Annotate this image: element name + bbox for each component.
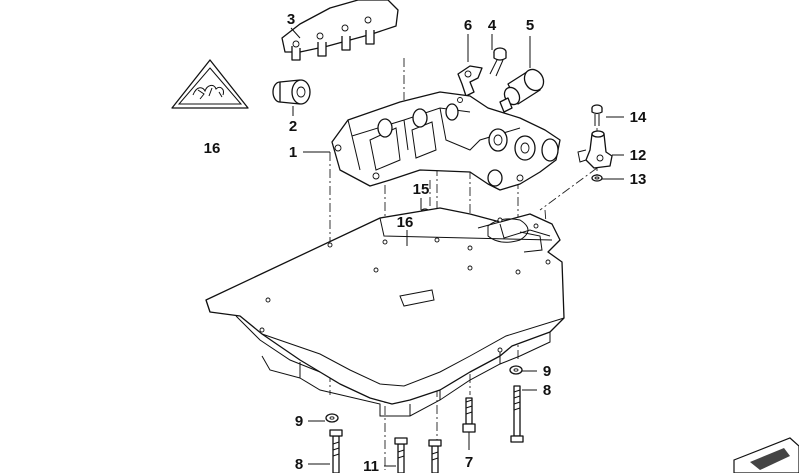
label-16-sensor: 16	[397, 214, 414, 231]
label-5: 5	[526, 17, 534, 34]
bolt-8-right-part	[510, 385, 524, 443]
label-14: 14	[630, 109, 647, 126]
label-16-triangle: 16	[204, 140, 221, 157]
washer-13-part	[591, 174, 603, 182]
label-8-left: 8	[295, 456, 303, 473]
label-9-right: 9	[543, 363, 551, 380]
warning-triangle-icon	[171, 59, 249, 109]
label-12: 12	[630, 147, 647, 164]
corner-stamp-icon	[733, 437, 799, 473]
screw-part	[489, 47, 507, 77]
solenoid-valve-part	[272, 79, 311, 105]
bracket-part	[281, 0, 399, 61]
retaining-clip-part	[457, 65, 483, 97]
bolt-11-part	[394, 437, 408, 473]
washer-9-upper-part	[509, 365, 523, 375]
bolt-8-left-part	[329, 429, 343, 473]
washer-9-lower-part	[325, 413, 339, 423]
label-9-left: 9	[295, 413, 303, 430]
bolt-center-part	[428, 439, 442, 473]
screw-14-part	[591, 104, 603, 126]
label-7: 7	[465, 454, 473, 471]
label-13: 13	[630, 171, 647, 188]
part-labels: 3 6 4 5 2 16 1 14 12 13 15 16 9 8 9 8 11…	[204, 11, 647, 473]
label-11: 11	[363, 458, 379, 473]
label-8-right: 8	[543, 382, 551, 399]
label-6: 6	[464, 17, 472, 34]
transmission-plate-part	[205, 207, 565, 417]
pressure-solenoid-part	[499, 68, 545, 113]
label-4: 4	[488, 17, 497, 34]
label-3: 3	[287, 11, 295, 28]
label-15: 15	[413, 181, 430, 198]
valve-body-part	[331, 91, 561, 191]
label-1: 1	[289, 144, 297, 161]
label-2: 2	[289, 118, 297, 135]
bolt-7-part	[462, 397, 476, 433]
speed-sensor-part	[577, 130, 613, 169]
leader-lines	[290, 27, 624, 467]
